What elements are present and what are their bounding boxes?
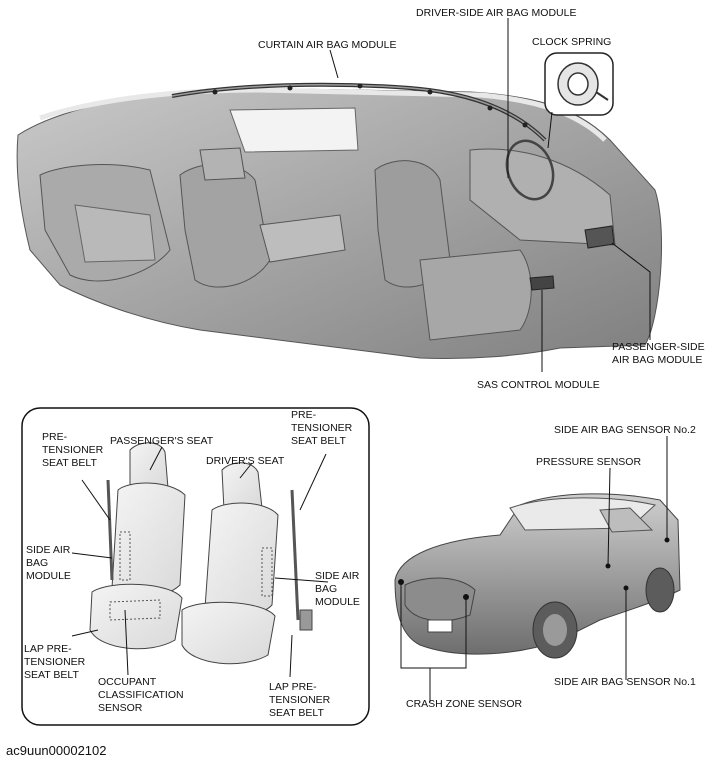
label-pretensioner-seat-belt-left: PRE- TENSIONER SEAT BELT (42, 431, 104, 469)
label-side-air-bag-sensor-no1: SIDE AIR BAG SENSOR No.1 (554, 676, 696, 688)
figure-code: ac9uun00002102 (6, 743, 107, 758)
vehicle-exterior-illustration (394, 493, 681, 659)
label-pressure-sensor: PRESSURE SENSOR (536, 456, 642, 468)
label-clock-spring: CLOCK SPRING (532, 36, 612, 48)
label-crash-zone-sensor: CRASH ZONE SENSOR (406, 698, 523, 710)
label-side-air-bag-sensor-no2: SIDE AIR BAG SENSOR No.2 (554, 424, 696, 436)
label-passenger-side-air-bag-module: PASSENGER-SIDE AIR BAG MODULE (612, 341, 705, 366)
top-leader-lines (329, 18, 651, 372)
label-lap-pretensioner-left: LAP PRE- TENSIONER SEAT BELT (24, 643, 86, 681)
label-drivers-seat: DRIVER'S SEAT (206, 455, 285, 467)
label-passengers-seat: PASSENGER'S SEAT (110, 435, 214, 447)
vehicle-interior-illustration (16, 52, 662, 360)
seats-illustration (89, 442, 313, 665)
label-pretensioner-seat-belt-right: PRE- TENSIONER SEAT BELT (291, 409, 353, 447)
exterior-leader-lines (400, 436, 668, 702)
label-driver-side-air-bag-module: DRIVER-SIDE AIR BAG MODULE (416, 7, 577, 19)
label-occupant-classification-sensor: OCCUPANT CLASSIFICATION SENSOR (98, 676, 184, 714)
label-lap-pretensioner-right: LAP PRE- TENSIONER SEAT BELT (269, 681, 331, 719)
label-curtain-air-bag-module: CURTAIN AIR BAG MODULE (258, 39, 397, 51)
label-side-air-bag-module-left: SIDE AIR BAG MODULE (26, 544, 71, 582)
seat-leader-lines (71, 446, 329, 678)
label-side-air-bag-module-right: SIDE AIR BAG MODULE (315, 570, 360, 608)
label-sas-control-module: SAS CONTROL MODULE (477, 379, 600, 391)
